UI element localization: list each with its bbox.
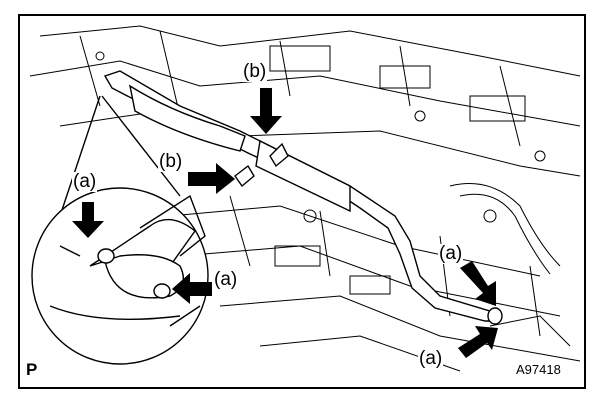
- arrow-b-lower: [188, 163, 235, 194]
- callout-b-lower: (b): [158, 151, 184, 172]
- arrow-icon: [72, 88, 498, 358]
- corner-mark: P: [26, 360, 38, 379]
- callout-a-detail-top: (a): [72, 171, 98, 192]
- arrow-a-rear-upper: [460, 261, 496, 306]
- detail-magnifier-icon: [31, 95, 209, 365]
- arrow-a-detail-right: [172, 273, 212, 304]
- callout-a-rear-upper: (a): [438, 243, 464, 264]
- callout-a-rear-lower: (a): [418, 348, 444, 369]
- callout-b-upper: (b): [242, 61, 268, 82]
- diagram-drawing: [29, 25, 581, 372]
- arrow-b-upper: [250, 88, 282, 134]
- diagram-frame: (b) (b) (a) (a) (a) (a): [18, 14, 586, 389]
- arrow-a-detail-top: [72, 202, 104, 238]
- callout-a-detail-right: (a): [213, 269, 239, 290]
- arrow-a-rear-lower: [458, 326, 498, 358]
- exhaust-pipe-icon: [103, 70, 503, 325]
- figure-id: A97418: [516, 362, 561, 377]
